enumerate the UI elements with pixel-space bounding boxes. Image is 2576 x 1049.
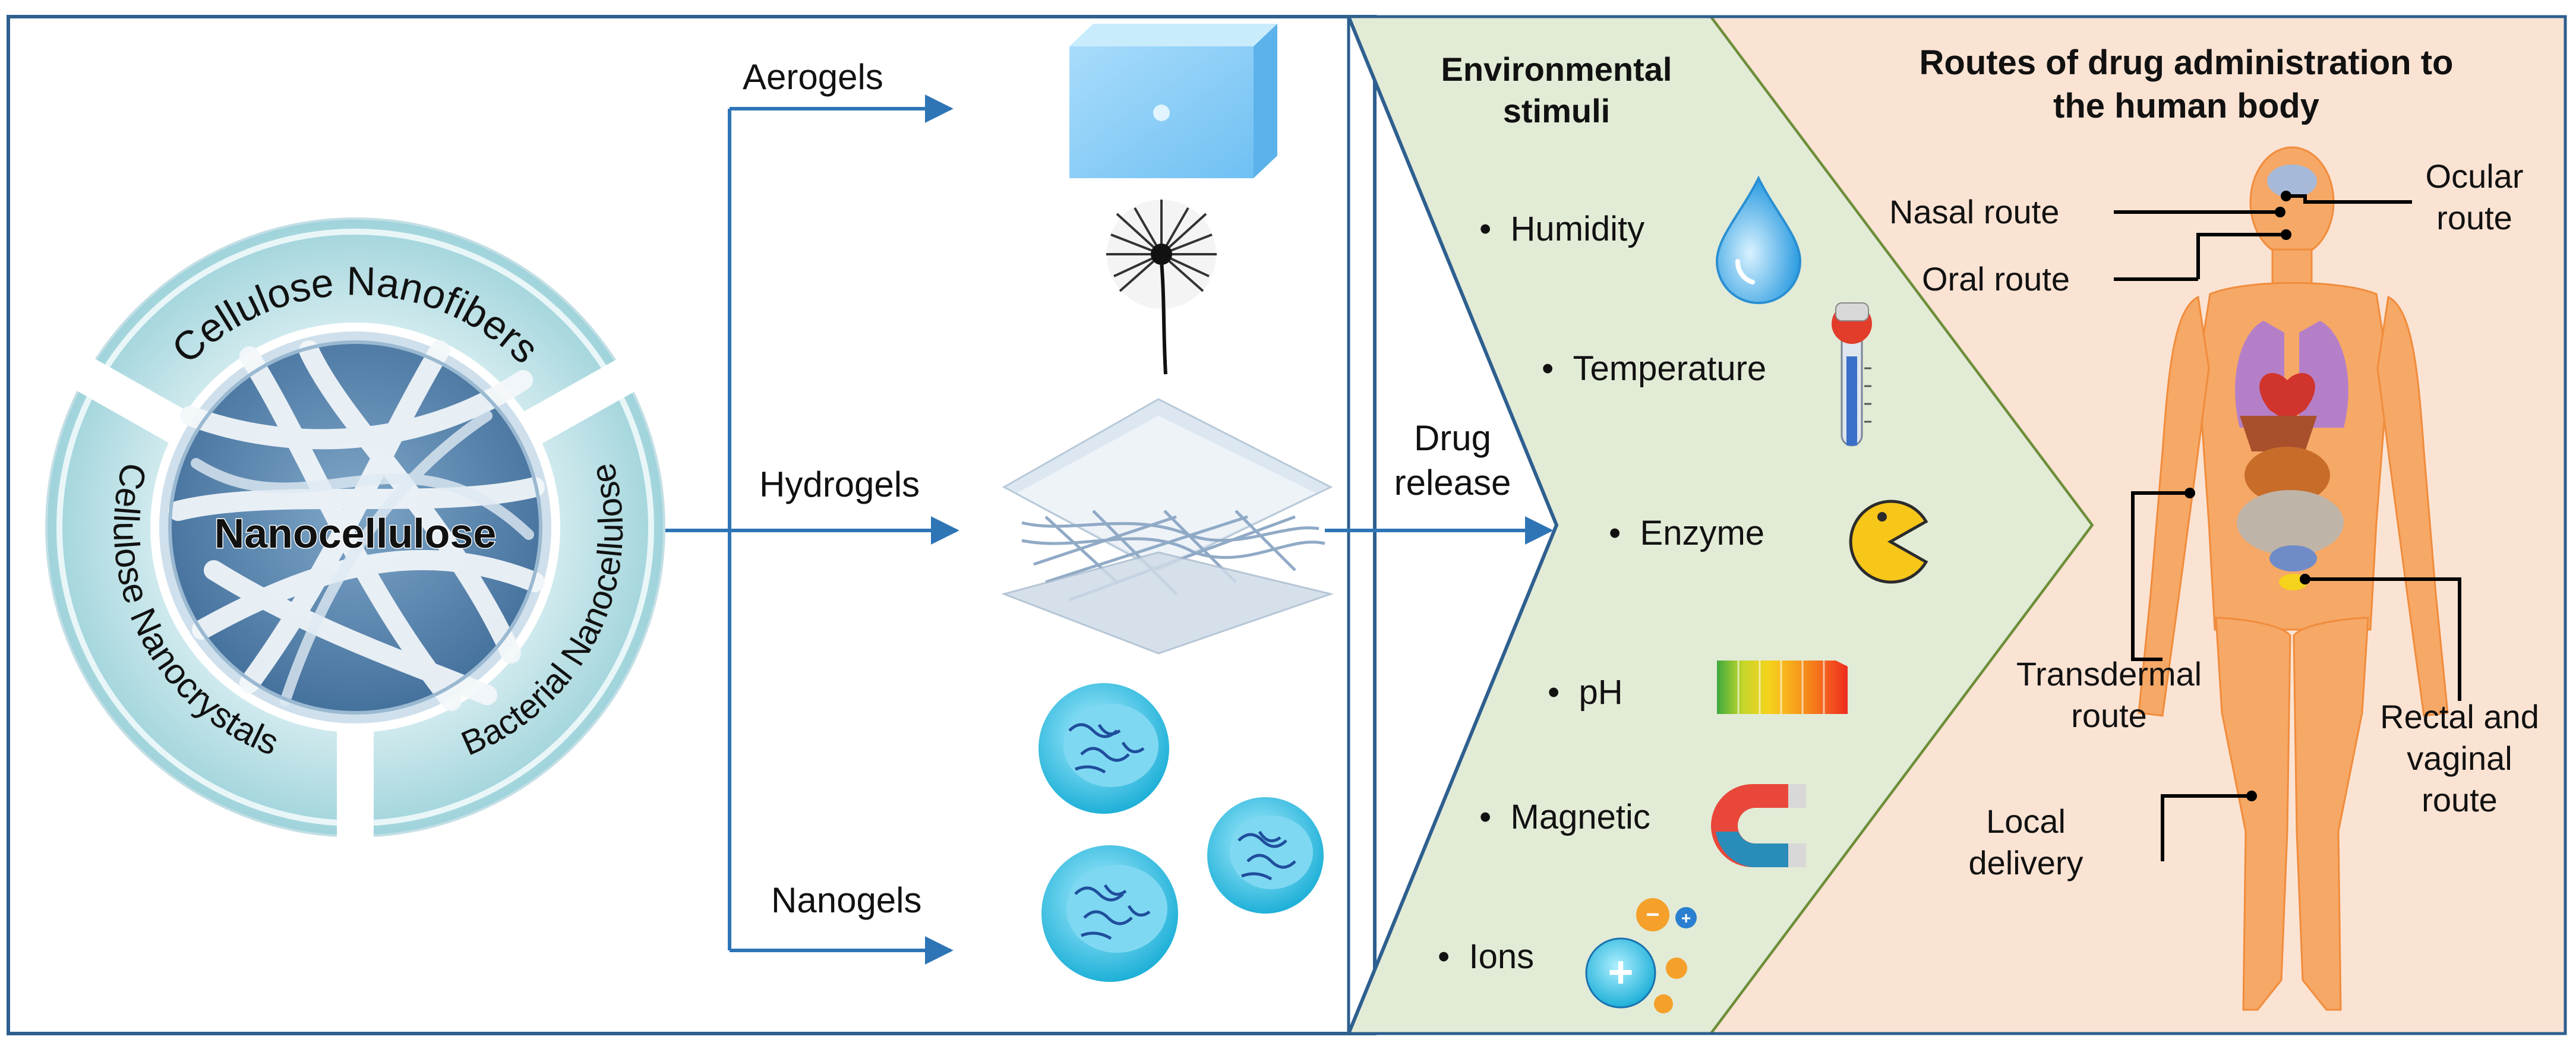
- route-rectal-vaginal: Rectal and vaginal route: [2380, 698, 2539, 819]
- enzyme-pacman-icon: [1849, 500, 1928, 584]
- route-ocular: Ocular route: [2425, 157, 2524, 236]
- ph-scale-icon: [1717, 661, 1848, 714]
- thermometer-icon: [1832, 302, 1872, 447]
- stimulus-ph: • pH: [1548, 673, 1623, 712]
- dandelion-icon: [1106, 200, 1217, 375]
- nanocellulose-label: Nanocellulose: [214, 510, 497, 557]
- stimuli-title: Environmental stimuli: [1441, 50, 1672, 129]
- stimulus-temperature: • Temperature: [1542, 349, 1767, 388]
- body-organs: [2235, 165, 2348, 590]
- label-hydrogels: Hydrogels: [759, 465, 920, 504]
- hydrogel-layers-icon: [1001, 398, 1334, 655]
- routes-title: Routes of drug administration to the hum…: [1919, 43, 2454, 125]
- route-pointer-dots: [2184, 191, 2310, 801]
- route-local-delivery: Local delivery: [1968, 802, 2083, 881]
- branch-arrows: [665, 94, 1554, 965]
- stimulus-enzyme: • Enzyme: [1609, 514, 1765, 552]
- svg-text:+: +: [1681, 909, 1691, 927]
- label-aerogels: Aerogels: [743, 57, 883, 97]
- label-drug-release: Drug release: [1394, 418, 1511, 503]
- svg-text:+: +: [1608, 947, 1633, 997]
- water-drop-icon: [1715, 175, 1802, 304]
- route-nasal: Nasal route: [1889, 193, 2060, 230]
- route-transdermal: Transdermal route: [2016, 655, 2202, 734]
- label-nanogels: Nanogels: [771, 880, 922, 920]
- ions-icon: + − +: [1585, 898, 1697, 1013]
- route-oral: Oral route: [1922, 260, 2070, 298]
- magnet-icon: [1711, 784, 1806, 867]
- route-pointer-lines: [2114, 194, 2461, 861]
- svg-text:−: −: [1646, 902, 1659, 928]
- stimulus-ions: • Ions: [1438, 937, 1535, 976]
- stimulus-humidity: • Humidity: [1479, 210, 1645, 248]
- nanogel-spheres-icon: [1038, 683, 1324, 982]
- stimulus-magnetic: • Magnetic: [1479, 798, 1650, 836]
- nanocellulose-wheel: Cellulose Nanofibers Cellulose Nanocryst…: [44, 217, 669, 843]
- aerogel-cube-icon: [1069, 24, 1277, 178]
